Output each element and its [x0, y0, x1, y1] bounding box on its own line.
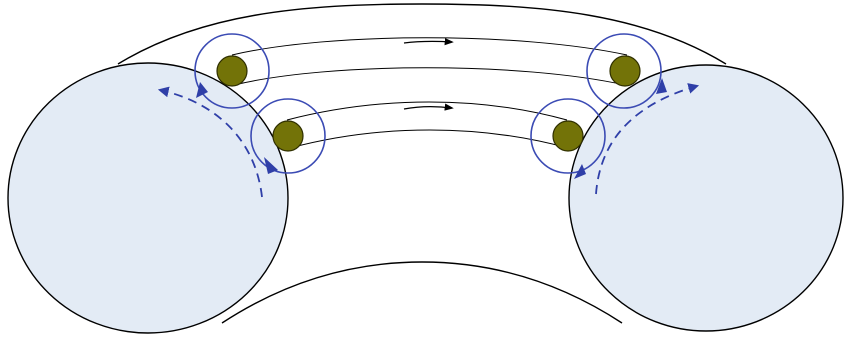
orbit-circle-lower-right	[530, 98, 606, 174]
particle-upper-right	[609, 55, 641, 87]
lower-strand-line-top	[286, 101, 568, 121]
circulation-arrow-head-lower-icon	[264, 157, 278, 174]
circulation-arrow-head-upper-icon	[196, 82, 208, 98]
circulation-arrow-head-upper-icon	[656, 78, 667, 94]
circulation-arrow-icon	[157, 86, 263, 198]
lower-strand-line-bottom	[289, 129, 569, 149]
upper-strand-line-bottom	[233, 67, 626, 86]
flow-direction-arrow-icon	[403, 103, 454, 111]
upper-strand-line-top	[231, 37, 628, 56]
lower-strand	[286, 101, 569, 149]
orbit-circle-lower-left	[250, 98, 326, 174]
right-end-disk	[568, 64, 844, 332]
circulation-arrow-icon	[595, 83, 700, 195]
orbit-circle-upper-right	[586, 33, 662, 109]
left-circulation-arrow	[157, 82, 278, 198]
tube-inner-arch	[221, 261, 623, 324]
particle-lower-right	[552, 120, 584, 152]
flow-direction-arrow-icon	[403, 37, 454, 46]
upper-strand	[231, 37, 628, 86]
circulation-arrow-head-lower-icon	[574, 164, 586, 179]
left-end-disk	[7, 62, 289, 334]
tube-outer-arch	[117, 3, 727, 65]
orbit-circle-upper-left	[194, 33, 270, 109]
particle-lower-left	[272, 120, 304, 152]
particle-upper-left	[216, 55, 248, 87]
right-circulation-arrow	[574, 78, 700, 195]
